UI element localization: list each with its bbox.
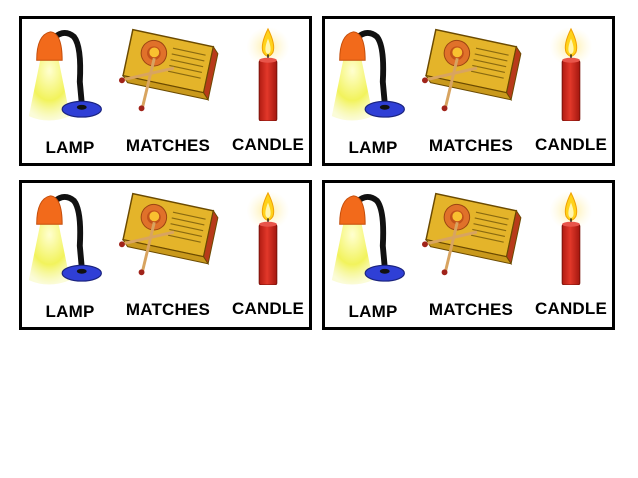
matchbox-icon — [420, 192, 523, 277]
card-1: LAMP MATCHES CANDLE — [19, 16, 312, 166]
candle-item: CANDLE — [530, 19, 612, 163]
lamp-item: LAMP — [22, 183, 118, 327]
candle-label: CANDLE — [231, 299, 305, 318]
candle-item: CANDLE — [530, 183, 612, 327]
matches-label: MATCHES — [125, 300, 211, 319]
matches-item: MATCHES — [116, 19, 220, 163]
lamp-icon — [325, 23, 421, 121]
lamp-label: LAMP — [45, 138, 95, 157]
matches-item: MATCHES — [419, 19, 523, 163]
matches-item: MATCHES — [116, 183, 220, 327]
lamp-item: LAMP — [325, 19, 421, 163]
card-3: LAMP MATCHES CANDLE — [19, 180, 312, 330]
matches-label: MATCHES — [125, 136, 211, 155]
candle-label: CANDLE — [534, 299, 608, 318]
lamp-label: LAMP — [348, 302, 398, 321]
candle-label: CANDLE — [534, 135, 608, 154]
candle-item: CANDLE — [227, 19, 309, 163]
lamp-item: LAMP — [325, 183, 421, 327]
candle-icon — [548, 190, 594, 285]
lamp-icon — [22, 23, 118, 121]
candle-label: CANDLE — [231, 135, 305, 154]
candle-icon — [548, 26, 594, 121]
lamp-item: LAMP — [22, 19, 118, 163]
lamp-label: LAMP — [45, 302, 95, 321]
matchbox-icon — [117, 192, 220, 277]
card-4: LAMP MATCHES CANDLE — [322, 180, 615, 330]
matchbox-icon — [117, 28, 220, 113]
matchbox-icon — [420, 28, 523, 113]
lamp-label: LAMP — [348, 138, 398, 157]
lamp-icon — [22, 187, 118, 285]
candle-icon — [245, 26, 291, 121]
matches-item: MATCHES — [419, 183, 523, 327]
lamp-icon — [325, 187, 421, 285]
matches-label: MATCHES — [428, 136, 514, 155]
matches-label: MATCHES — [428, 300, 514, 319]
candle-icon — [245, 190, 291, 285]
candle-item: CANDLE — [227, 183, 309, 327]
card-2: LAMP MATCHES CANDLE — [322, 16, 615, 166]
